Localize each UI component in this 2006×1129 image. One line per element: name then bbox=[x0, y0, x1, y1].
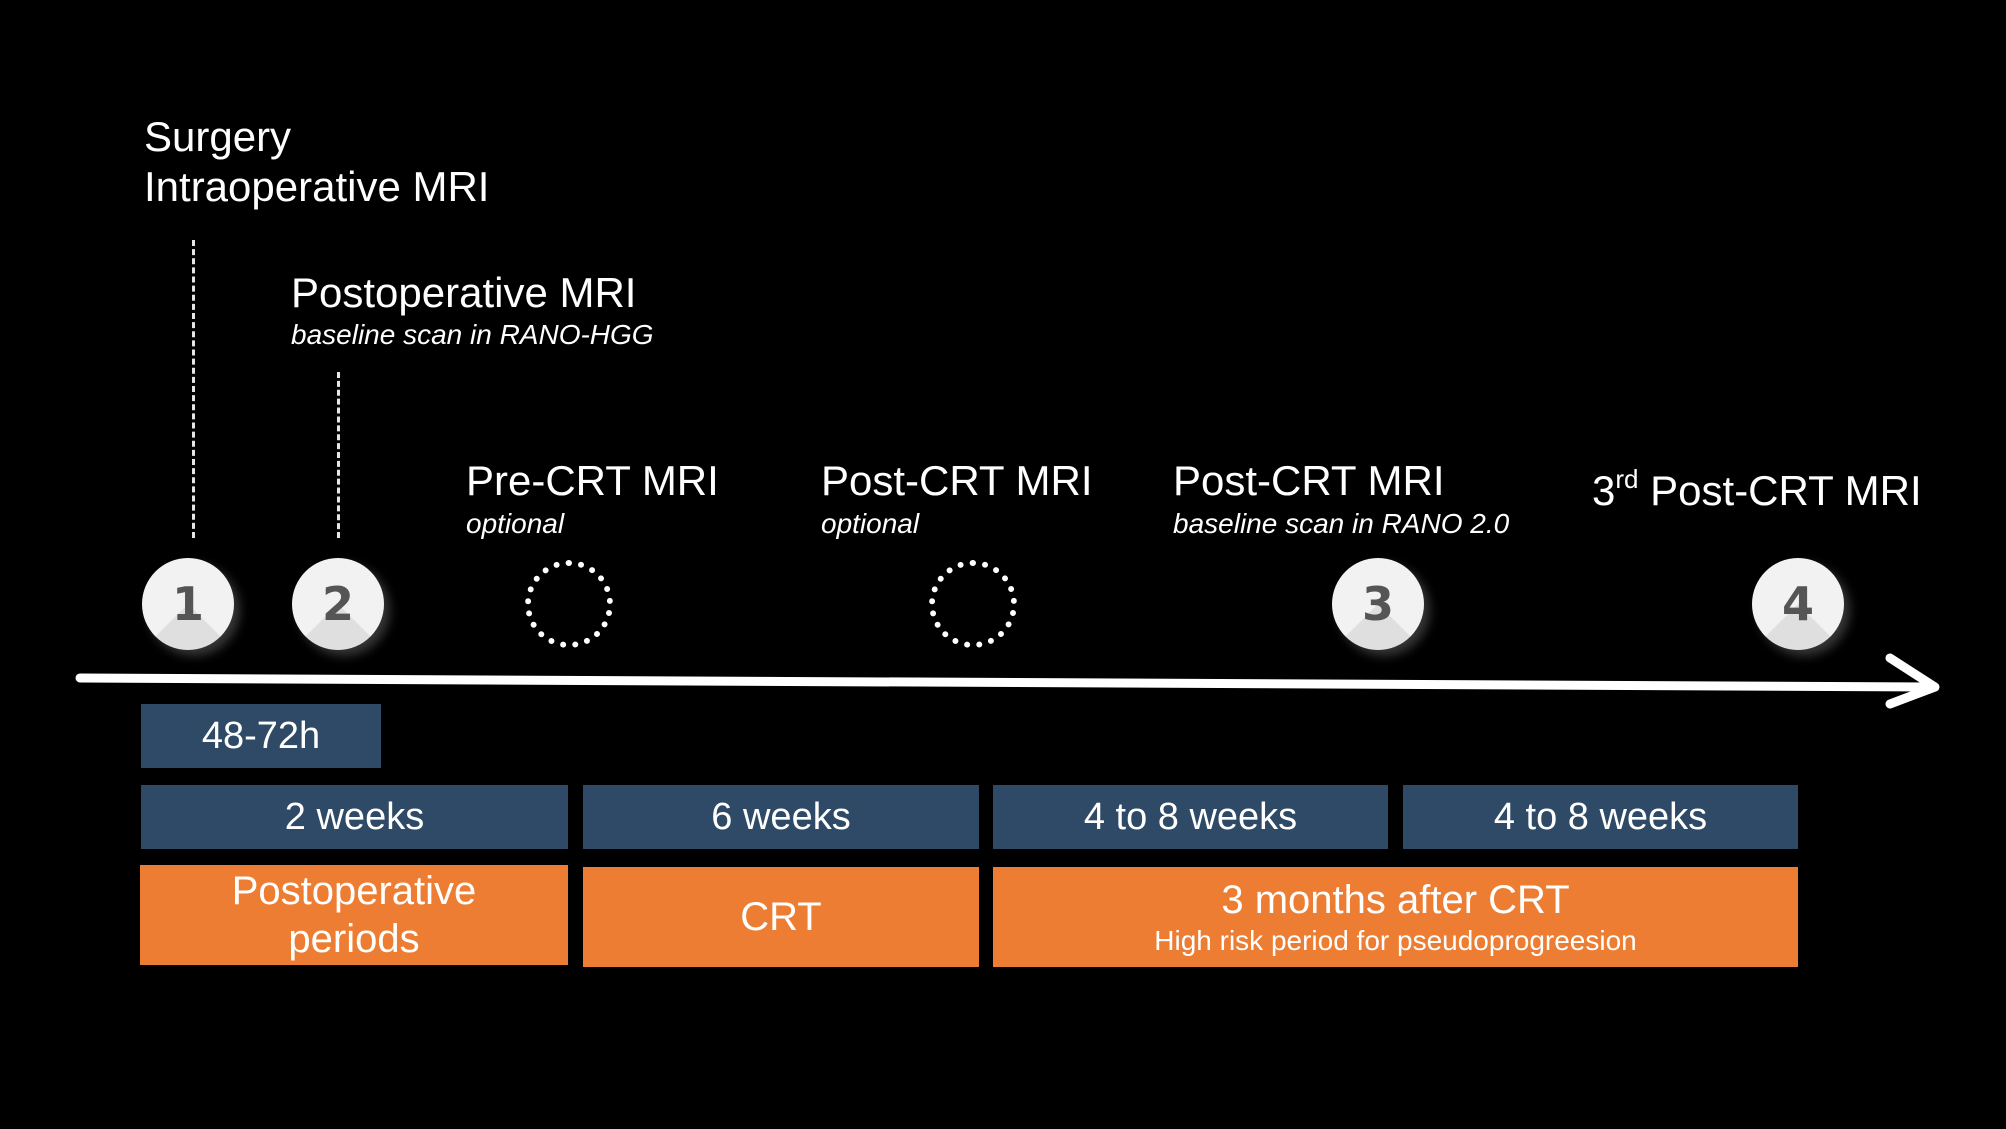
milestone-3-subtitle: baseline scan in RANO 2.0 bbox=[1173, 508, 1510, 539]
milestone-3-number: 3 bbox=[1361, 577, 1394, 631]
phase-crt-label: CRT bbox=[740, 895, 822, 939]
milestone-1-dashed-line bbox=[192, 240, 195, 538]
milestone-1-number-circle: 1 bbox=[142, 558, 234, 650]
milestone-3-number-circle: 3 bbox=[1332, 558, 1424, 650]
milestone-4-ordinal: 3 bbox=[1592, 467, 1616, 514]
post-crt-optional-title: Post-CRT MRI bbox=[821, 457, 1093, 504]
milestone-1-subtitle: Intraoperative MRI bbox=[144, 163, 490, 210]
phase-postoperative-line2: periods bbox=[288, 917, 420, 961]
phase-postoperative-line1: Postoperative bbox=[231, 869, 477, 913]
duration-6-weeks: 6 weeks bbox=[583, 785, 979, 849]
pre-crt-title: Pre-CRT MRI bbox=[466, 457, 719, 504]
phase-crt: CRT bbox=[583, 867, 979, 967]
milestone-2-number-circle: 2 bbox=[292, 558, 384, 650]
duration-2-weeks: 2 weeks bbox=[141, 785, 568, 849]
pre-crt-optional-circle bbox=[525, 560, 613, 648]
phase-3-months-sublabel: High risk period for pseudoprogreesion bbox=[1154, 925, 1637, 956]
phase-3-months-label: 3 months after CRT bbox=[1221, 878, 1570, 922]
milestone-4-number: 4 bbox=[1781, 577, 1814, 631]
milestone-2-dashed-line bbox=[337, 372, 340, 538]
post-crt-optional-circle bbox=[929, 560, 1017, 648]
milestone-4-number-circle: 4 bbox=[1752, 558, 1844, 650]
milestone-1-number: 1 bbox=[171, 577, 204, 631]
milestone-4-title-rest: Post-CRT MRI bbox=[1638, 467, 1922, 514]
duration-4-to-8-weeks-2: 4 to 8 weeks bbox=[1403, 785, 1798, 849]
milestone-2-title: Postoperative MRI bbox=[291, 269, 637, 316]
milestone-2-number: 2 bbox=[321, 577, 354, 631]
milestone-4-title: 3rd Post-CRT MRI bbox=[1592, 456, 1922, 516]
milestone-4-ordinal-suffix: rd bbox=[1615, 464, 1639, 494]
pre-crt-subtitle: optional bbox=[466, 508, 565, 539]
duration-4-to-8-weeks-1: 4 to 8 weeks bbox=[993, 785, 1388, 849]
phase-3-months-after-crt: 3 months after CRT High risk period for … bbox=[993, 867, 1798, 967]
milestone-1-title: Surgery bbox=[144, 113, 292, 160]
phase-postoperative-periods: Postoperative periods bbox=[140, 865, 568, 965]
milestone-2-subtitle: baseline scan in RANO-HGG bbox=[291, 319, 654, 350]
timeline-arrow bbox=[75, 653, 1940, 709]
post-crt-optional-subtitle: optional bbox=[821, 508, 920, 539]
milestone-3-title: Post-CRT MRI bbox=[1173, 457, 1445, 504]
duration-48-72h: 48-72h bbox=[141, 704, 381, 768]
